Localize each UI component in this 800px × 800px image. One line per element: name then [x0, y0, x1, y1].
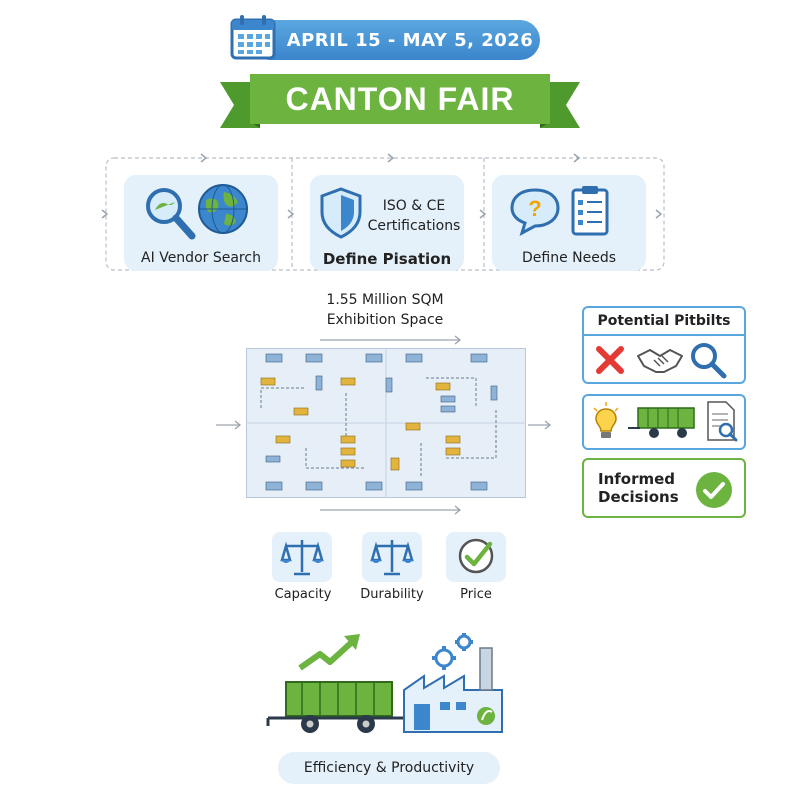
step-label-define-position: Define Pisation: [322, 250, 452, 268]
step-label-ai-vendor-search: AI Vendor Search: [141, 250, 261, 266]
clipboard-icon: [571, 186, 609, 236]
certifications-label: ISO & CE Certifications: [364, 196, 464, 236]
question-bubble-icon: ?: [510, 188, 560, 236]
lightbulb-icon: [593, 402, 619, 438]
cert-line-2: Certifications: [367, 218, 461, 234]
decision-line-2: Decisions: [598, 488, 679, 506]
step-define-needs: [492, 175, 646, 271]
step-ai-vendor-search: [124, 175, 278, 271]
exhibition-line-2: Exhibition Space: [326, 312, 444, 328]
step-label-define-needs: Define Needs: [521, 250, 617, 266]
decision-line-1: Informed: [598, 470, 676, 488]
scale-icon: [370, 540, 414, 576]
criteria-label-durability: Durability: [360, 587, 424, 602]
calendar-icon: [230, 15, 276, 60]
criteria-label-price: Price: [460, 587, 492, 602]
page-title: CANTON FAIR: [285, 80, 515, 117]
decision-label: Informed Decisions: [598, 470, 688, 506]
pitfalls-title: Potential Pitbilts: [584, 308, 744, 336]
magnifier-icon: [146, 188, 196, 240]
scale-icon: [280, 540, 324, 576]
shield-icon: [320, 187, 362, 239]
red-x-icon: [596, 346, 624, 374]
trailer-small-icon: [628, 407, 695, 438]
exhibition-caption: 1.55 Million SQM Exhibition Space: [300, 290, 470, 330]
green-check-icon: [696, 472, 732, 508]
handshake-icon: [637, 349, 683, 373]
globe-icon: [198, 184, 248, 234]
svg-text:?: ?: [528, 196, 541, 221]
trailer-factory-illustration: [266, 633, 503, 733]
floor-plan-icon: [246, 348, 526, 498]
exhibition-line-1: 1.55 Million SQM: [326, 292, 444, 308]
magnifier-small-icon: [691, 343, 727, 379]
check-circle-icon: [458, 538, 494, 574]
exhibition-arrows: [216, 335, 552, 515]
date-range: APRIL 15 - MAY 5, 2026: [286, 29, 534, 51]
cert-line-1: ISO & CE: [382, 198, 446, 214]
document-search-icon: [707, 401, 738, 442]
efficiency-pill: Efficiency & Productivity: [278, 752, 500, 784]
efficiency-label: Efficiency & Productivity: [303, 760, 475, 776]
title-ribbon: [220, 74, 580, 128]
criteria-label-capacity: Capacity: [274, 587, 332, 602]
date-banner: APRIL 15 - MAY 5, 2026: [250, 20, 540, 60]
